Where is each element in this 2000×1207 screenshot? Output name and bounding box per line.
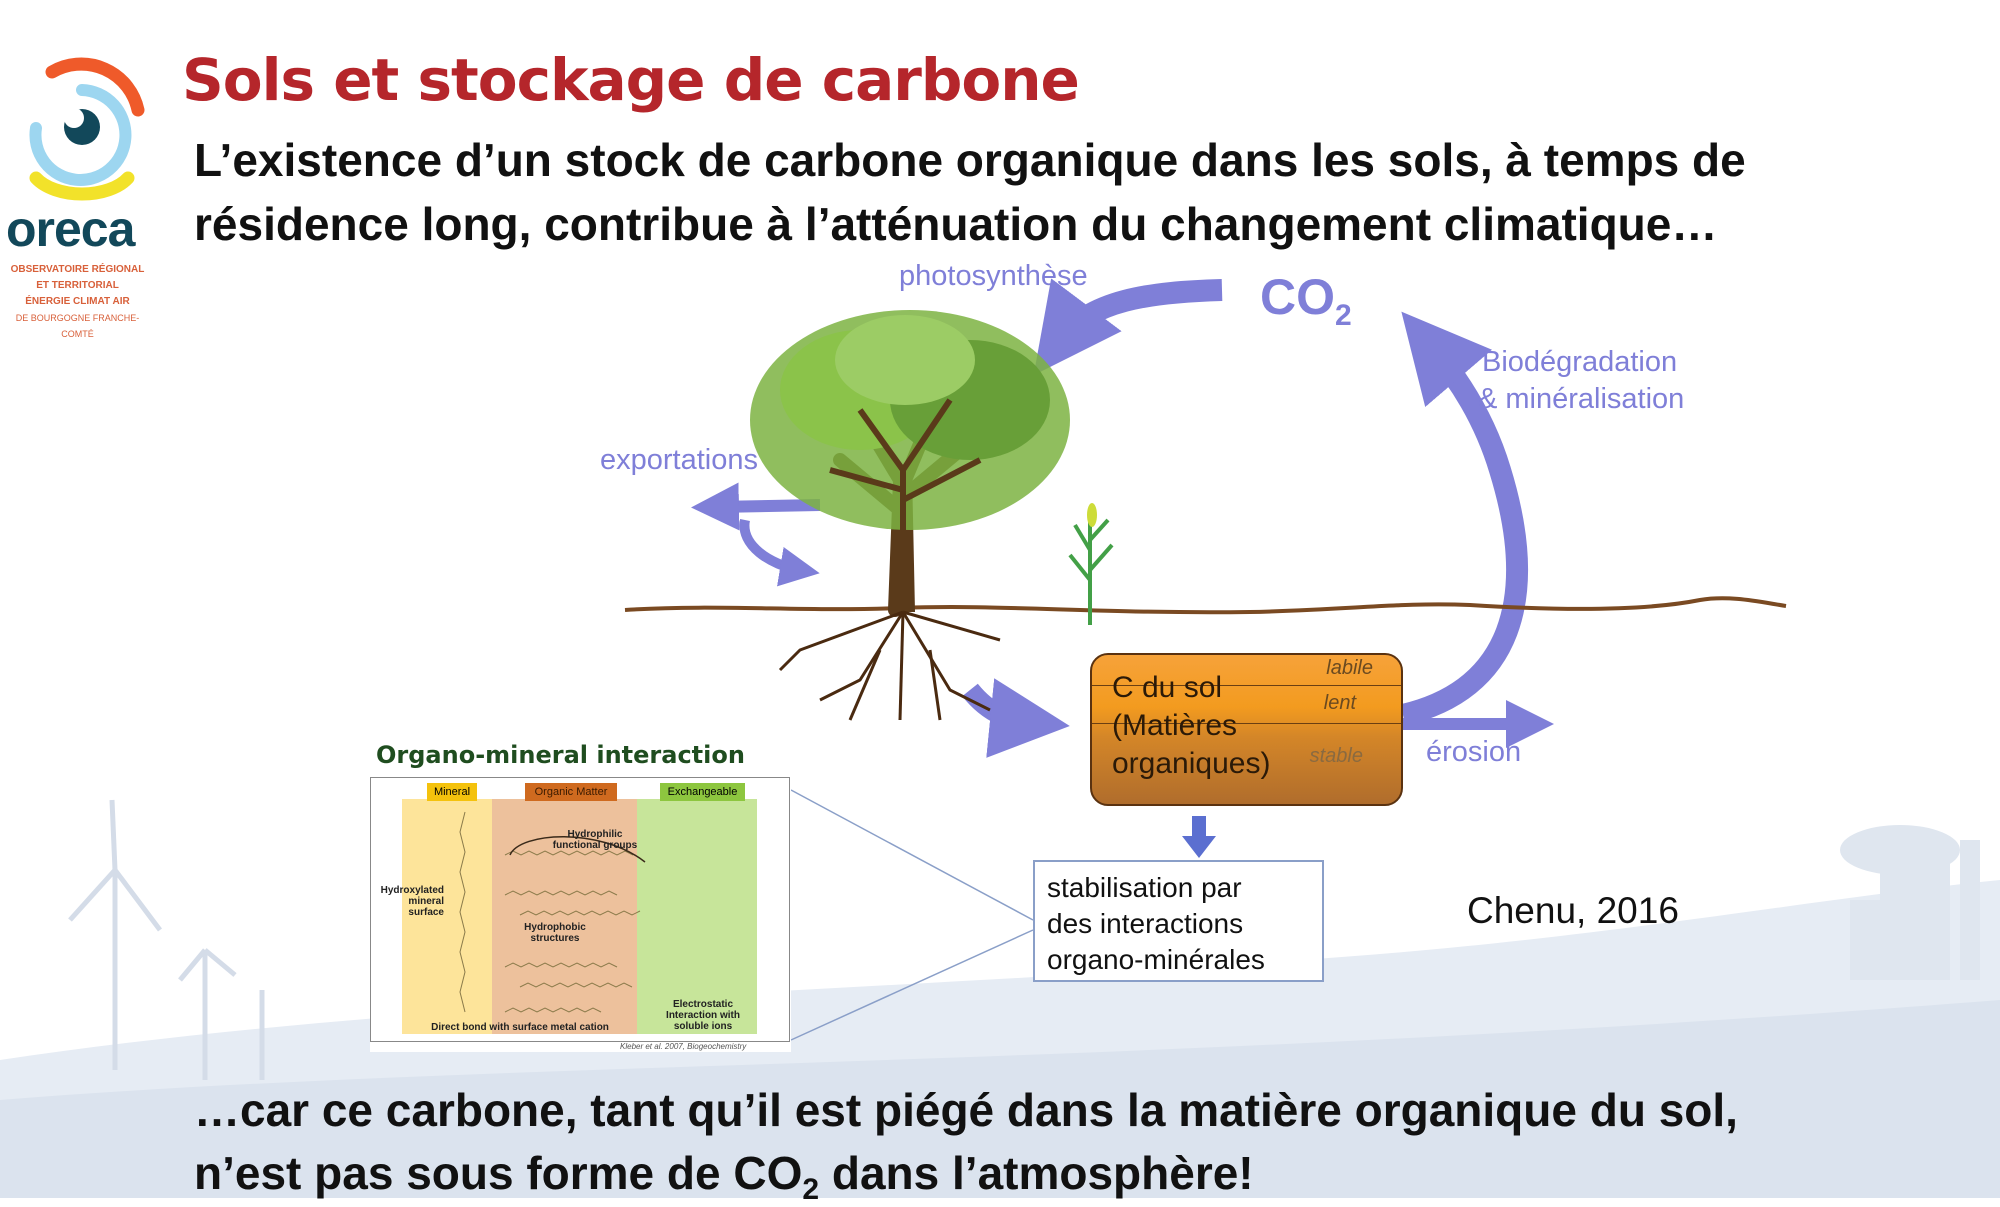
inset-frame <box>370 777 790 1042</box>
soil-carbon-label: C du sol (Matières organiques) <box>1112 669 1270 783</box>
logo-wordmark: oreca <box>6 201 135 257</box>
biodegradation-arrow <box>1400 311 1528 726</box>
stabilisation-line-1: stabilisation par <box>1047 872 1242 903</box>
logo-tagline-2: ET TERRITORIAL <box>36 280 119 291</box>
header-organic: Organic Matter <box>525 783 617 801</box>
soil-carbon-box: C du sol (Matières organiques) labile le… <box>1090 653 1403 806</box>
conclusion-line-2-a: n’est pas sous forme de CO <box>194 1147 803 1199</box>
label-hydrophobic: Hydrophobic structures <box>524 922 586 944</box>
logo-tagline-4: DE BOURGOGNE FRANCHE-COMTÉ <box>15 313 140 339</box>
tree-illustration <box>750 310 1070 721</box>
erosion-label: érosion <box>1426 736 1522 768</box>
citation: Chenu, 2016 <box>1467 890 1679 931</box>
photosynthesis-label: photosynthèse <box>899 260 1088 292</box>
label-hydroxylated: Hydroxylated mineral surface <box>380 885 444 918</box>
exportation-return-arrow <box>739 519 820 587</box>
pool-labile: labile <box>1326 657 1373 679</box>
oreca-logo: oreca OBSERVATOIRE RÉGIONAL ET TERRITORI… <box>0 50 155 339</box>
stabilisation-line-3: organo-minérales <box>1047 944 1265 975</box>
exportation-arrow <box>691 482 821 531</box>
oreca-eye-icon <box>29 57 145 201</box>
biodegradation-label-2: & minéralisation <box>1478 383 1685 415</box>
molecule-chains <box>459 811 646 1013</box>
stabilisation-box: stabilisation par des interactions organ… <box>1033 860 1324 982</box>
plant-illustration <box>1068 510 1114 625</box>
conclusion-line-2-b: dans l’atmosphère! <box>819 1147 1254 1199</box>
conclusion-line-1: …car ce carbone, tant qu’il est piégé da… <box>194 1084 1738 1136</box>
biodegradation-label-1: Biodégradation <box>1482 346 1678 378</box>
organic-zone <box>492 799 637 1034</box>
soil-label-line-1: C du sol <box>1112 671 1223 704</box>
soil-label-line-2: (Matières <box>1112 709 1238 742</box>
co2-text: CO <box>1260 269 1335 325</box>
logo-tagline: OBSERVATOIRE RÉGIONAL ET TERRITORIAL ÉNE… <box>0 262 155 342</box>
inset-title: Organo-mineral interaction <box>376 741 745 769</box>
lead-line-2: résidence long, contribue à l’atténuatio… <box>194 198 1718 250</box>
lead-line-1: L’existence d’un stock de carbone organi… <box>194 134 1746 186</box>
soil-label-line-3: organiques) <box>1112 747 1271 780</box>
header-mineral: Mineral <box>427 783 477 801</box>
header-exchangeable: Exchangeable <box>660 783 745 801</box>
pool-stable: stable <box>1309 745 1363 767</box>
input-arrow <box>962 678 1070 758</box>
slide-title: Sols et stockage de carbone <box>182 46 1080 114</box>
conclusion-line-2: n’est pas sous forme de CO2 dans l’atmos… <box>194 1146 1254 1207</box>
co2-label: CO2 <box>1260 268 1352 333</box>
inset-source: Kleber et al. 2007, Biogeochemistry <box>620 1042 747 1051</box>
label-direct-bond: Direct bond with surface metal cation <box>431 1022 609 1033</box>
ground-line <box>624 596 1787 615</box>
stabilisation-line-2: des interactions <box>1047 908 1244 939</box>
organo-mineral-inset: Organo-mineral interaction Mineral Organ… <box>370 737 791 1052</box>
label-electrostatic: Electrostatic Interaction with soluble i… <box>666 999 740 1032</box>
logo-tagline-3: ÉNERGIE CLIMAT AIR <box>25 296 130 307</box>
label-hydrophilic: Hydrophilic functional groups <box>552 829 638 851</box>
photosynthesis-arrow <box>1033 278 1223 376</box>
logo-tagline-1: OBSERVATOIRE RÉGIONAL <box>10 264 145 275</box>
co2-subscript: 2 <box>1335 299 1352 332</box>
mineral-zone <box>402 799 492 1034</box>
conclusion-subscript: 2 <box>802 1173 820 1207</box>
pool-lent: lent <box>1323 692 1356 714</box>
exportations-label: exportations <box>600 444 758 476</box>
exchangeable-zone <box>637 799 757 1034</box>
